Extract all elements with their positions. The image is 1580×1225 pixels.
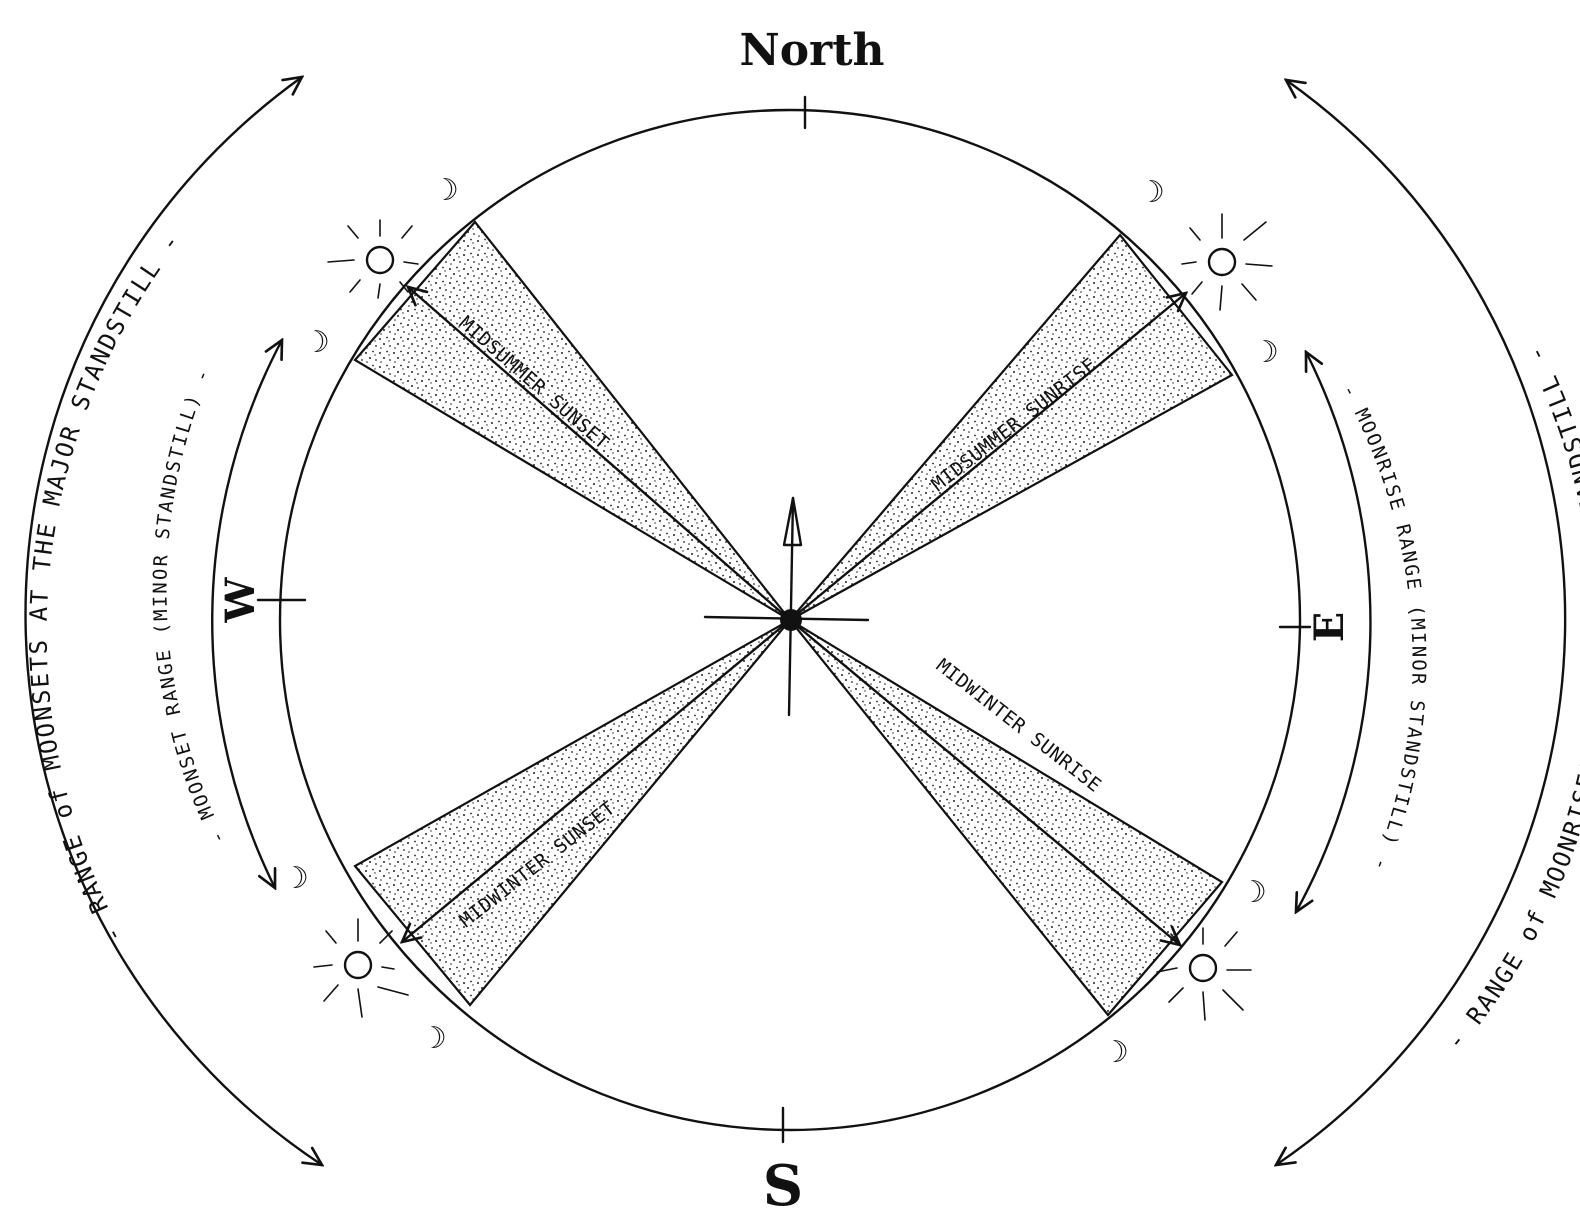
compass-south-label: S (763, 1153, 803, 1219)
moon-icon-nw-upper: ☽ (432, 173, 459, 208)
moon-icon-sw-upper: ☽ (282, 861, 309, 896)
sector-midwinter-sunrise: MIDWINTER SUNRISE (790, 620, 1222, 1015)
sector-midsummer-sunset: MIDSUMMER SUNSET (355, 222, 790, 620)
moon-icon-sw-lower: ☽ (420, 1021, 447, 1056)
moon-icon-se-lower: ☽ (1102, 1035, 1129, 1070)
label-moonrises-major: - RANGE of MOONRISES AT THE MAJOR STANDS… (1441, 340, 1580, 1055)
moon-icon-nw-lower: ☽ (303, 325, 330, 360)
moon-icon-ne-upper: ☽ (1138, 175, 1165, 210)
moon-icon-ne-lower: ☽ (1252, 335, 1279, 370)
sun-icon-northeast (1182, 214, 1272, 310)
compass-north-label: North (739, 25, 884, 76)
sector-midwinter-sunset: MIDWINTER SUNSET (355, 620, 790, 1005)
compass-east-label: E (1306, 612, 1353, 643)
compass-west-label: W (217, 576, 264, 623)
sun-icon-southwest (314, 919, 408, 1017)
sector-midsummer-sunrise: MIDSUMMER SUNRISE (790, 235, 1232, 620)
moon-icon-se-upper: ☽ (1240, 875, 1267, 910)
